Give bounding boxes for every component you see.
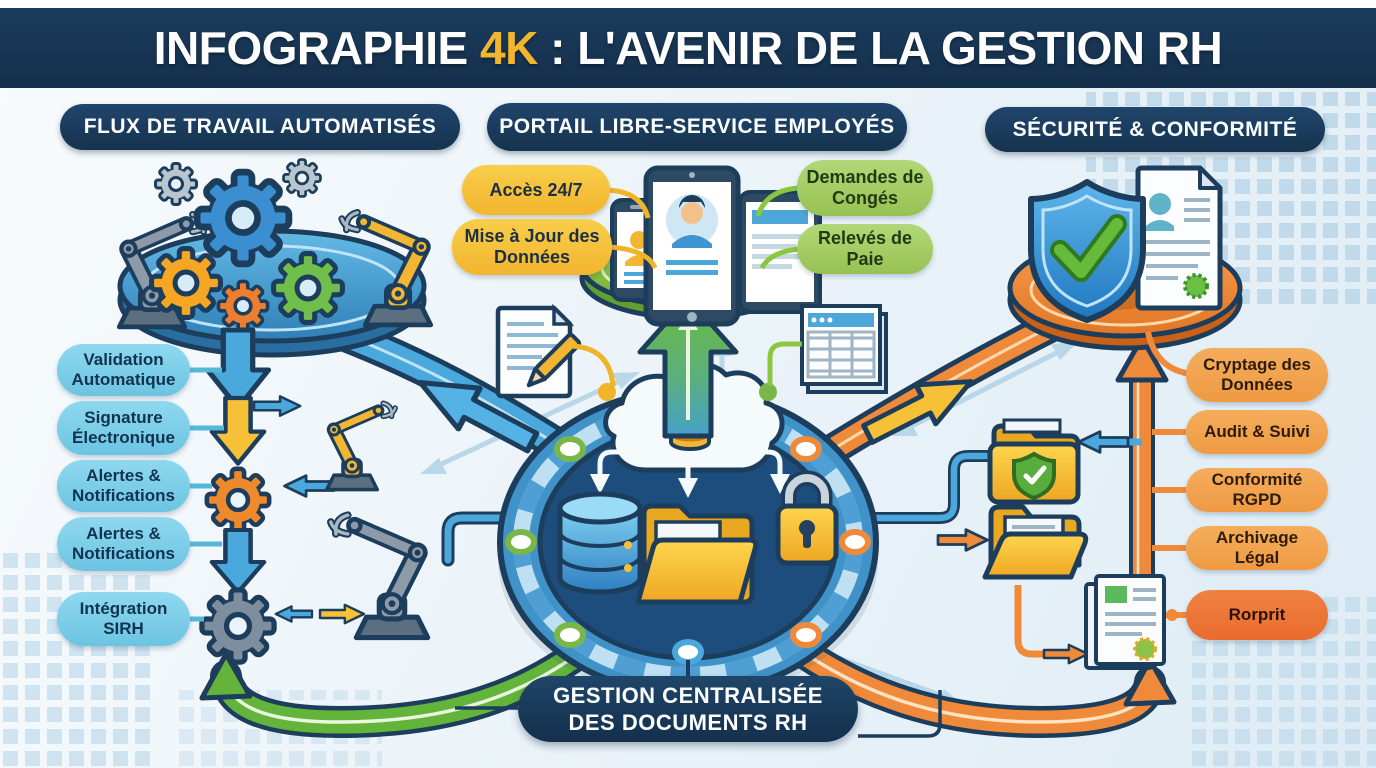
label-demandes-conges: Demandes de Congés: [797, 160, 933, 216]
label-rorprit: Rorprit: [1186, 590, 1328, 640]
database-icon: [557, 491, 643, 595]
page-title: INFOGRAPHIE 4K : L'AVENIR DE LA GESTION …: [153, 21, 1223, 75]
open-folder-icon: [982, 504, 1089, 580]
title-highlight: 4K: [480, 22, 538, 74]
payslip-table-icon: [800, 304, 888, 394]
label-mise-a-jour: Mise à Jour des Données: [452, 219, 612, 275]
tablet-profile-icon: [643, 165, 741, 327]
footer-banner-line1: GESTION CENTRALISÉE: [553, 682, 823, 708]
header-bar: INFOGRAPHIE 4K : L'AVENIR DE LA GESTION …: [0, 8, 1376, 88]
archive-document-icon: [1084, 574, 1166, 670]
label-validation-automatique: Validation Automatique: [57, 344, 190, 396]
orange-loop-arrow: [752, 610, 1177, 739]
label-audit-suivi: Audit & Suivi: [1186, 410, 1328, 454]
label-alertes-notifications-2: Alertes & Notifications: [57, 517, 190, 571]
banner-connectors: [455, 660, 942, 738]
padlock-icon: [775, 470, 839, 566]
footer-banner-line2: DES DOCUMENTS RH: [568, 710, 808, 735]
label-alertes-notifications-1: Alertes & Notifications: [57, 460, 190, 512]
label-cryptage-donnees: Cryptage des Données: [1186, 348, 1328, 402]
label-releves-paie: Relevés de Paie: [797, 224, 933, 274]
title-suffix: : L'AVENIR DE LA GESTION RH: [537, 22, 1223, 74]
document-pencil-icon: [495, 303, 582, 399]
section-heading-portal: PORTAIL LIBRE-SERVICE EMPLOYÉS: [487, 103, 907, 151]
green-loop-arrow: [199, 610, 628, 739]
folder-icon: [635, 503, 759, 605]
label-signature-electronique: Signature Électronique: [57, 401, 190, 455]
certificate-icon: [1135, 165, 1223, 311]
label-acces-24-7: Accès 24/7: [462, 165, 610, 215]
title-prefix: INFOGRAPHIE: [153, 22, 481, 74]
footer-banner: GESTION CENTRALISÉE DES DOCUMENTS RH: [518, 676, 858, 742]
section-heading-security: SÉCURITÉ & CONFORMITÉ: [985, 107, 1325, 152]
top-border: [0, 0, 1376, 8]
connector-nodes: [505, 383, 871, 665]
portal-connectors: [607, 185, 800, 270]
label-archivage-legal: Archivage Légal: [1186, 526, 1328, 570]
label-integration-sirh: Intégration SIRH: [57, 592, 190, 646]
label-conformite-rgpd: Conformité RGPD: [1186, 468, 1328, 512]
label-connectors: [190, 367, 224, 622]
cloud-connectors: [590, 449, 790, 498]
section-heading-workflow: FLUX DE TRAVAIL AUTOMATISÉS: [60, 104, 460, 150]
robot-arm-icon: [327, 403, 395, 489]
shield-check-icon: [1028, 179, 1146, 323]
folder-shield-icon: [987, 418, 1081, 505]
workflow-chain: [202, 330, 366, 662]
